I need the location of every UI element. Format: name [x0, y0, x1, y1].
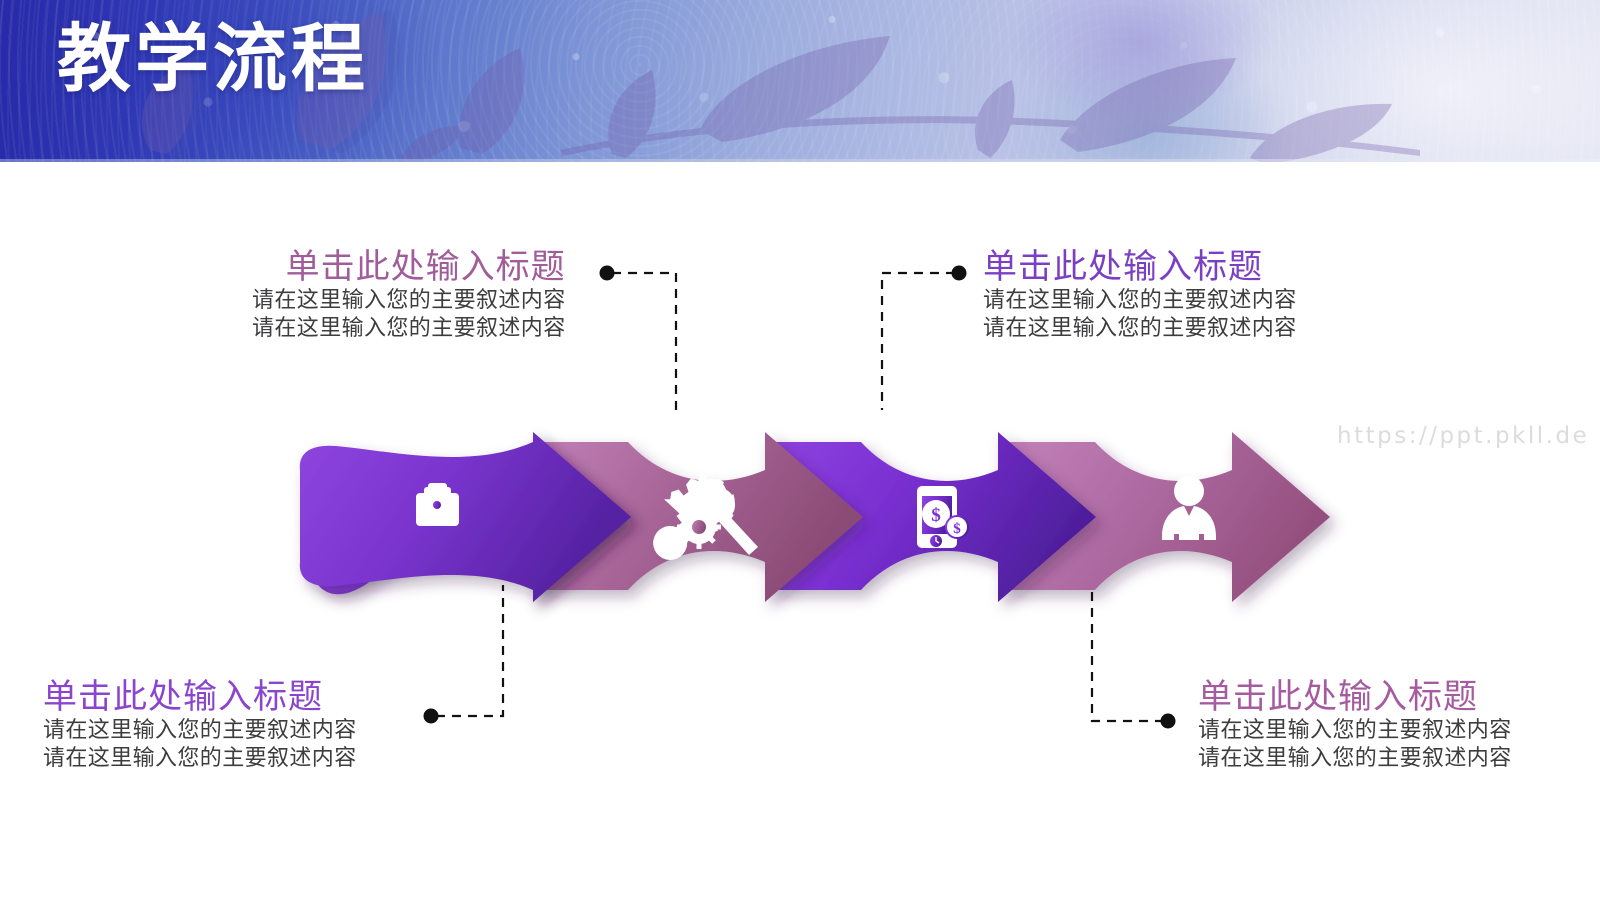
connector-dot-top-right [951, 265, 967, 281]
block-body-line: 请在这里输入您的主要叙述内容 [1198, 717, 1512, 743]
block-title: 单击此处输入标题 [43, 678, 323, 716]
arrow-shape-1 [304, 432, 631, 602]
header-banner: 教学流程 [0, 0, 1600, 162]
process-step-1[interactable] [299, 432, 631, 602]
connector-dot-bottom-right [1160, 713, 1176, 729]
block-body-line: 请在这里输入您的主要叙述内容 [983, 287, 1297, 313]
header-divider [0, 159, 1600, 162]
arrow-shape-4 [1000, 432, 1330, 602]
block-body-line: 请在这里输入您的主要叙述内容 [252, 314, 566, 340]
connector-dot-bottom-left [423, 708, 439, 724]
site-watermark: https://ppt.pkll.de [1337, 423, 1590, 449]
process-step-2[interactable] [533, 432, 863, 602]
text-block-bottom-right[interactable]: 单击此处输入标题 请在这里输入您的主要叙述内容 请在这里输入您的主要叙述内容 [1198, 678, 1512, 772]
process-step-3[interactable]: $ $ [766, 432, 1096, 602]
person-user-icon [1162, 476, 1216, 540]
block-body-line: 请在这里输入您的主要叙述内容 [43, 717, 357, 743]
briefcase-icon [416, 483, 459, 526]
connector-top-right [880, 271, 955, 410]
arrow-shape-3 [766, 432, 1096, 602]
wrench-gear-icon [653, 473, 758, 560]
svg-text:$: $ [931, 505, 941, 526]
text-block-bottom-left[interactable]: 单击此处输入标题 请在这里输入您的主要叙述内容 请在这里输入您的主要叙述内容 [43, 678, 357, 772]
mobile-payment-icon: $ $ [917, 486, 969, 548]
arrow-shape-1-body [299, 432, 631, 602]
block-title: 单击此处输入标题 [285, 248, 566, 286]
block-body-line: 请在这里输入您的主要叙述内容 [1198, 744, 1512, 770]
text-block-top-left[interactable]: 单击此处输入标题 请在这里输入您的主要叙述内容 请在这里输入您的主要叙述内容 [252, 248, 566, 342]
page-title: 教学流程 [57, 17, 369, 100]
block-title: 单击此处输入标题 [983, 248, 1263, 286]
svg-text:$: $ [953, 521, 961, 537]
arrow-shape-2 [533, 432, 863, 602]
block-body-line: 请在这里输入您的主要叙述内容 [252, 287, 566, 313]
connector-dot-top-left [599, 265, 615, 281]
block-body-line: 请在这里输入您的主要叙述内容 [983, 314, 1297, 340]
connector-bottom-right [1090, 592, 1164, 723]
block-body-line: 请在这里输入您的主要叙述内容 [43, 744, 357, 770]
block-title: 单击此处输入标题 [1198, 678, 1478, 716]
connector-top-left [612, 271, 678, 410]
process-step-4[interactable] [1000, 432, 1330, 602]
connector-bottom-left [436, 585, 505, 718]
text-block-top-right[interactable]: 单击此处输入标题 请在这里输入您的主要叙述内容 请在这里输入您的主要叙述内容 [983, 248, 1297, 342]
